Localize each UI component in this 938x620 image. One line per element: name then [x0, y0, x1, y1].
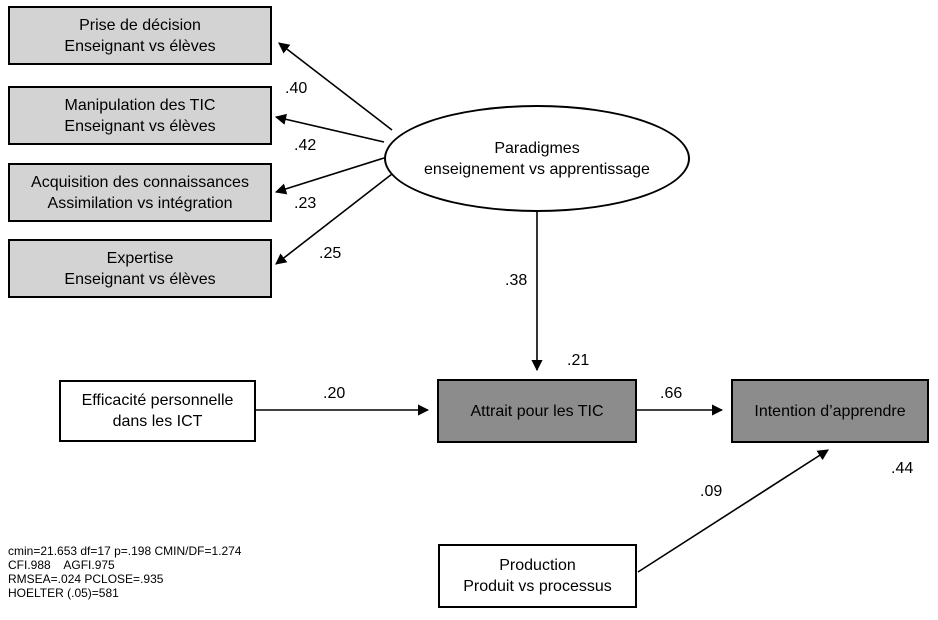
fit-statistics: cmin=21.653 df=17 p=.198 CMIN/DF=1.274 C…	[8, 544, 241, 600]
coef-production-intention: .09	[700, 483, 723, 500]
arrow-paradigmes-manipulation	[274, 113, 385, 143]
latent-paradigmes: Paradigmes enseignement vs apprentissage	[384, 105, 690, 212]
arrow-paradigmes-expertise	[275, 173, 393, 265]
indicator-acquisition-connaissances: Acquisition des connaissances Assimilati…	[8, 163, 272, 222]
coef-manipulation: .42	[294, 137, 317, 154]
indicator-prise-decision: Prise de décision Enseignant vs élèves	[8, 6, 272, 65]
r2-intention: .44	[891, 460, 914, 477]
coef-prise-decision: .40	[285, 80, 308, 97]
node-efficacite-line1: Efficacité personnelle	[81, 392, 234, 409]
coef-efficacite-attrait: .20	[323, 385, 346, 402]
node-production: Production Produit vs processus	[438, 544, 637, 608]
coef-acquisition: .23	[294, 195, 317, 212]
indicator-expertise: Expertise Enseignant vs élèves	[8, 239, 272, 298]
indicator-prise-decision-line2: Enseignant vs élèves	[64, 37, 216, 55]
arrow-paradigmes-prise-decision	[278, 42, 393, 131]
indicator-manipulation-tic-line1: Manipulation des TIC	[64, 96, 216, 114]
node-production-line1: Production	[499, 557, 576, 574]
indicator-acquisition-line1: Acquisition des connaissances	[31, 173, 249, 191]
indicator-expertise-line2: Enseignant vs élèves	[64, 270, 216, 288]
indicator-prise-decision-line1: Prise de décision	[79, 16, 201, 34]
fit-line-3: RMSEA=.024 PCLOSE=.935	[8, 572, 164, 586]
arrow-production-intention	[637, 449, 829, 573]
coef-attrait-intention: .66	[660, 385, 683, 402]
fit-line-4: HOELTER (.05)=581	[8, 586, 119, 600]
indicator-acquisition-line2: Assimilation vs intégration	[47, 194, 233, 212]
coef-paradigmes-attrait: .38	[505, 272, 528, 289]
node-intention: Intention d’apprendre	[731, 379, 929, 443]
indicator-manipulation-tic: Manipulation des TIC Enseignant vs élève…	[8, 86, 272, 145]
node-production-line2: Produit vs processus	[463, 578, 612, 595]
indicator-manipulation-tic-line2: Enseignant vs élèves	[64, 117, 216, 135]
r2-attrait: .21	[567, 352, 590, 369]
latent-paradigmes-line2: enseignement vs apprentissage	[424, 160, 650, 178]
node-efficacite: Efficacité personnelle dans les ICT	[59, 380, 256, 442]
node-intention-label: Intention d’apprendre	[754, 402, 906, 420]
arrow-paradigmes-acquisition	[274, 157, 385, 195]
indicator-expertise-line1: Expertise	[106, 249, 174, 267]
fit-line-2: CFI.988 AGFI.975	[8, 558, 115, 572]
node-efficacite-line2: dans les ICT	[112, 413, 203, 430]
latent-paradigmes-line1: Paradigmes	[494, 139, 580, 157]
fit-line-1: cmin=21.653 df=17 p=.198 CMIN/DF=1.274	[8, 544, 242, 558]
node-attrait-label: Attrait pour les TIC	[470, 402, 604, 420]
coef-expertise: .25	[319, 245, 342, 262]
node-attrait: Attrait pour les TIC	[437, 379, 637, 443]
